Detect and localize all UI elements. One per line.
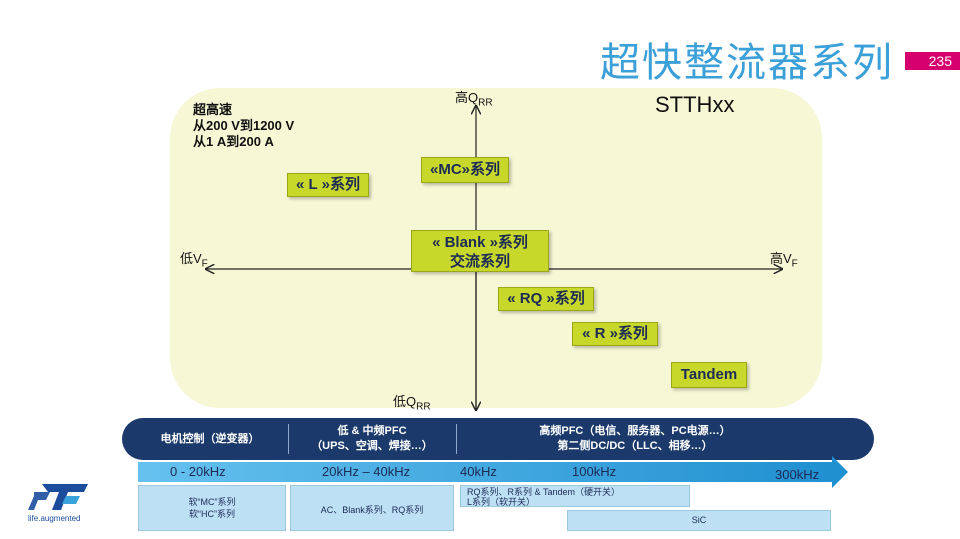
band-separator bbox=[288, 424, 289, 454]
product-cell-pfc: AC、Blank系列、RQ系列 bbox=[290, 485, 454, 531]
spec-speed: 超高速 bbox=[193, 102, 233, 117]
product-soft-switching: L系列（软开关） bbox=[467, 497, 536, 507]
st-logo-icon bbox=[28, 484, 88, 510]
page-title: 超快整流器系列 bbox=[600, 41, 894, 85]
series-box-mc: «MC»系列 bbox=[421, 157, 509, 183]
series-box-blank: « Blank »系列 交流系列 bbox=[411, 230, 549, 272]
application-low-mid-pfc-line2: （UPS、空调、焊接…） bbox=[311, 440, 433, 452]
product-cell-high-freq: RQ系列、R系列 & Tandem（硬开关） L系列（软开关） bbox=[460, 485, 690, 507]
series-box-r: « R »系列 bbox=[572, 322, 658, 346]
series-box-l: « L »系列 bbox=[287, 173, 369, 197]
application-high-freq-pfc-line1: 高频PFC（电信、服务器、PC电源…） bbox=[539, 425, 731, 437]
axis-label-high-vf: 高VF bbox=[770, 251, 798, 270]
product-cell-motor: 软“MC”系列 软“HC”系列 bbox=[138, 485, 286, 531]
spec-current: 从1 A到200 A bbox=[193, 134, 274, 149]
frequency-label: 0 - 20kHz bbox=[170, 464, 226, 479]
frequency-label: 40kHz bbox=[460, 464, 497, 479]
spec-voltage: 从200 V到1200 V bbox=[193, 118, 295, 133]
page-number: 235 bbox=[905, 52, 960, 70]
spec-list: 超高速 从200 V到1200 V 从1 A到200 A bbox=[193, 102, 294, 150]
axis-label-low-qrr: 低QRR bbox=[393, 394, 431, 413]
logo-tagline: life.augmented bbox=[28, 514, 81, 523]
product-mc-soft: 软“MC”系列 bbox=[188, 497, 236, 507]
frequency-label: 100kHz bbox=[572, 464, 617, 479]
part-family-label: STTHxx bbox=[655, 92, 735, 117]
product-hard-switching: RQ系列、R系列 & Tandem（硬开关） bbox=[467, 487, 621, 497]
axis-label-low-vf: 低VF bbox=[180, 251, 208, 270]
application-high-freq-pfc-line2: 第二侧DC/DC（LLC、相移…） bbox=[557, 440, 713, 452]
application-motor-control: 电机控制（逆变器） bbox=[160, 433, 260, 445]
product-cell-sic: SiC bbox=[567, 510, 831, 531]
application-high-freq-pfc: 高频PFC（电信、服务器、PC电源…） 第二侧DC/DC（LLC、相移…） bbox=[470, 424, 800, 454]
axis-label-high-qrr: 高QRR bbox=[455, 90, 493, 109]
frequency-label: 20kHz – 40kHz bbox=[322, 464, 411, 479]
series-box-blank-line1: « Blank »系列 bbox=[432, 234, 528, 251]
application-band bbox=[122, 418, 874, 460]
series-box-blank-line2: 交流系列 bbox=[449, 253, 510, 270]
product-hc-soft: 软“HC”系列 bbox=[189, 509, 235, 519]
application-low-mid-pfc: 低 & 中频PFC （UPS、空调、焊接…） bbox=[292, 424, 452, 454]
frequency-label: 300kHz bbox=[775, 467, 820, 482]
series-box-rq: « RQ »系列 bbox=[498, 287, 594, 311]
application-low-mid-pfc-line1: 低 & 中频PFC bbox=[337, 425, 407, 437]
series-box-tandem: Tandem bbox=[671, 362, 747, 388]
band-separator bbox=[456, 424, 457, 454]
